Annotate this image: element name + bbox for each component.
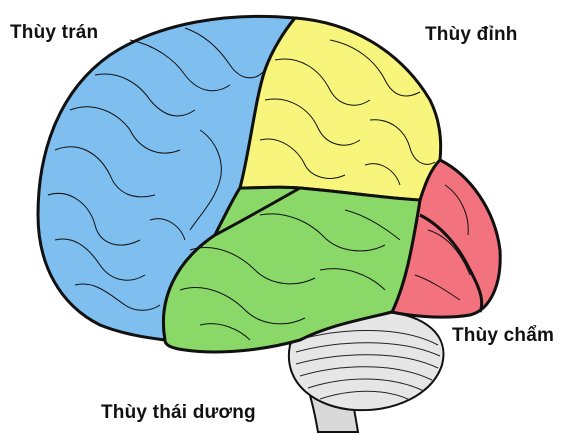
label-temporal-lobe: Thùy thái dương	[101, 402, 256, 424]
label-occipital-lobe: Thùy chẩm	[452, 325, 554, 347]
label-frontal-lobe: Thùy trán	[10, 22, 98, 44]
label-parietal-lobe: Thùy đỉnh	[425, 24, 518, 46]
